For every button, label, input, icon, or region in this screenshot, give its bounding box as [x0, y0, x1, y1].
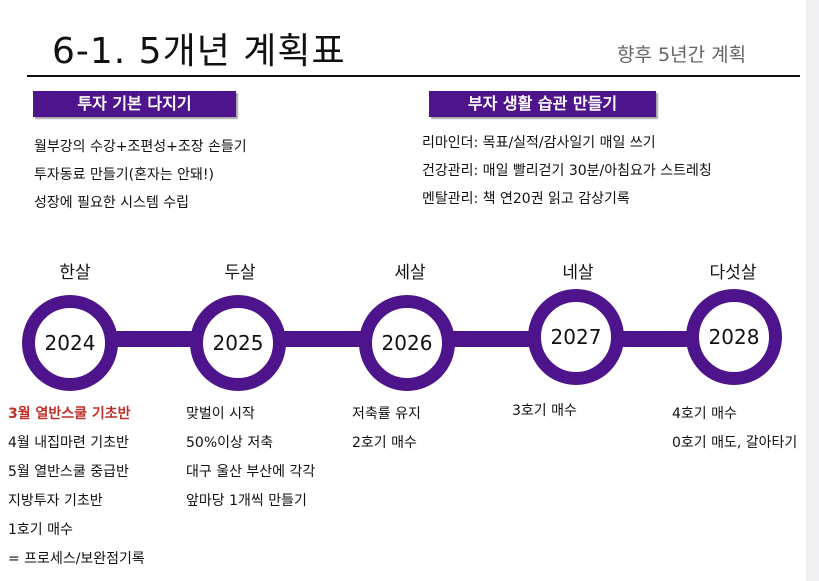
section-heading-rich-habits: 부자 생활 습관 만들기: [429, 91, 656, 117]
timeline-items-2026: 저축률 유지 2호기 매수: [352, 400, 421, 458]
timeline-year: 2026: [381, 331, 433, 355]
page-subtitle: 향후 5년간 계획: [617, 44, 747, 66]
timeline-year: 2028: [708, 325, 760, 349]
list-item: 리마인더: 목표/실적/감사일기 매일 쓰기: [422, 135, 656, 151]
timeline-item: 50%이상 저축: [186, 435, 274, 451]
timeline-node-2025: 2025: [190, 295, 286, 391]
timeline-item: 3월 열반스쿨 기초반: [8, 406, 131, 422]
timeline-item: 5월 열반스쿨 중급반: [8, 464, 129, 480]
timeline-year: 2025: [212, 331, 264, 355]
list-item: 멘탈관리: 책 연20권 읽고 감상기록: [422, 191, 630, 207]
timeline-age-3: 세살: [394, 263, 426, 283]
timeline-item: = 프로세스/보완점기록: [8, 551, 145, 567]
timeline-node-2024: 2024: [22, 295, 118, 391]
timeline-node-2028: 2028: [686, 289, 782, 385]
timeline-age-2: 두살: [224, 263, 256, 283]
timeline-age-5: 다섯살: [709, 263, 757, 283]
list-item: 월부강의 수강+조편성+조장 손들기: [34, 139, 247, 155]
timeline-item: 지방투자 기초반: [8, 493, 103, 509]
timeline-item: 1호기 매수: [8, 522, 73, 538]
timeline-node-2027: 2027: [528, 289, 624, 385]
timeline-items-2027: 3호기 매수: [512, 397, 577, 426]
timeline-item: 2호기 매수: [352, 435, 417, 451]
timeline-items-2025: 맞벌이 시작 50%이상 저축 대구 울산 부산에 각각 앞마당 1개씩 만들기: [186, 400, 315, 516]
investment-basics-list: 월부강의 수강+조편성+조장 손들기 투자동료 만들기(혼자는 안돼!) 성장에…: [34, 133, 247, 217]
list-item: 건강관리: 매일 빨리걷기 30분/아침요가 스트레칭: [422, 163, 712, 179]
timeline-year: 2027: [550, 325, 602, 349]
page-title: 6-1. 5개년 계획표: [52, 31, 346, 72]
section-heading-investment-basics: 투자 기본 다지기: [33, 91, 236, 117]
side-scroll-strip: [806, 0, 819, 581]
list-item: 투자동료 만들기(혼자는 안돼!): [34, 167, 214, 183]
timeline-item: 4호기 매수: [672, 406, 737, 422]
timeline-items-2028: 4호기 매수 0호기 매도, 갈아타기: [672, 400, 797, 458]
timeline-item: 대구 울산 부산에 각각: [186, 464, 316, 480]
timeline-item: 4월 내집마련 기초반: [8, 435, 129, 451]
timeline-year: 2024: [44, 331, 96, 355]
timeline-node-2026: 2026: [359, 295, 455, 391]
timeline-item: 3호기 매수: [512, 403, 577, 419]
timeline-item: 0호기 매도, 갈아타기: [672, 435, 798, 451]
list-item: 성장에 필요한 시스템 수립: [34, 195, 190, 211]
timeline-item: 앞마당 1개씩 만들기: [186, 493, 307, 509]
timeline-items-2024: 3월 열반스쿨 기초반 4월 내집마련 기초반 5월 열반스쿨 중급반 지방투자…: [8, 400, 145, 574]
timeline-age-4: 네살: [562, 263, 594, 283]
timeline-item: 맞벌이 시작: [186, 406, 255, 422]
rich-habits-list: 리마인더: 목표/실적/감사일기 매일 쓰기 건강관리: 매일 빨리걷기 30분…: [422, 129, 712, 213]
timeline-item: 저축률 유지: [352, 406, 421, 422]
timeline-age-1: 한살: [59, 263, 91, 283]
title-divider: [27, 75, 800, 77]
